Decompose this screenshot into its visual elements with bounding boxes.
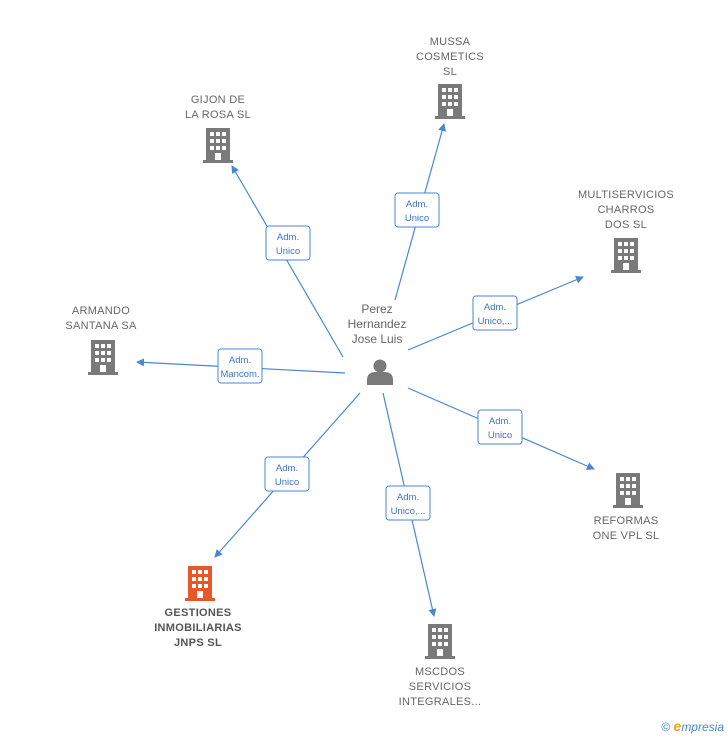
role-badge-frame: [472, 295, 518, 331]
company-name-line-2: CHARROS: [597, 204, 654, 216]
company-name-line-2: LA ROSA SL: [185, 109, 251, 121]
role-badge-multiservicios[interactable]: Adm. Unico,...: [472, 295, 518, 331]
company-name-line-2: SERVICIOS: [409, 681, 471, 693]
person-name-line-2: Hernandez: [348, 317, 407, 331]
company-name-line-1: MSCDOS: [415, 666, 465, 678]
role-badge-mussa[interactable]: Adm. Unico: [394, 192, 440, 228]
company-name-line-3: INTEGRALES...: [399, 696, 482, 708]
role-text-line-2: Unico,...: [391, 506, 426, 517]
role-text-line-2: Unico: [276, 246, 300, 257]
role-text-line-2: Unico: [405, 213, 429, 224]
role-text-line-2: Unico,...: [478, 316, 513, 327]
role-text-line-1: Adm.: [277, 232, 299, 243]
role-badge-mscdos[interactable]: Adm. Unico,...: [385, 485, 431, 521]
role-text-line-1: Adm.: [397, 492, 419, 503]
person-name-line-1: Perez: [361, 302, 392, 316]
company-node-reformas[interactable]: REFORMAS ONE VPL SL: [593, 473, 660, 542]
brand-logo-text: mpresia: [681, 720, 724, 734]
edge-gijon: [231, 165, 344, 358]
company-name-line-3: DOS SL: [605, 219, 647, 231]
person-node[interactable]: Perez Hernandez Jose Luis: [348, 302, 407, 385]
role-badge-armando[interactable]: Adm. Mancom.: [217, 348, 263, 384]
role-badge-frame: [264, 456, 310, 492]
person-icon: [367, 359, 393, 385]
role-badge-reformas[interactable]: Adm. Unico: [477, 409, 523, 445]
edges-layer: [136, 123, 595, 617]
building-icon: [425, 624, 455, 659]
building-icon: [613, 473, 643, 508]
company-name-line-2: INMOBILIARIAS: [154, 622, 242, 634]
company-node-gestiones[interactable]: GESTIONES INMOBILIARIAS JNPS SL: [154, 566, 242, 649]
building-icon: [611, 238, 641, 273]
company-name-line-1: MUSSA: [430, 36, 471, 48]
nodes-layer: MUSSA COSMETICS SL GIJON DE LA ROSA SL MULTIS…: [65, 36, 674, 708]
building-icon: [435, 84, 465, 119]
building-icon: [203, 128, 233, 163]
roles-layer: Adm.UnicoAdm.UnicoAdm.Unico,...Adm.Manco…: [217, 192, 523, 521]
role-text-line-2: Unico: [275, 477, 299, 488]
role-badge-gestiones[interactable]: Adm. Unico: [264, 456, 310, 492]
company-name-line-1: GESTIONES: [165, 607, 232, 619]
building-icon: [88, 340, 118, 375]
role-badge-frame: [217, 348, 263, 384]
company-node-gijon[interactable]: GIJON DE LA ROSA SL: [185, 94, 251, 163]
company-name-line-1: ARMANDO: [72, 305, 130, 317]
company-name-line-1: REFORMAS: [594, 515, 659, 527]
company-node-mussa[interactable]: MUSSA COSMETICS SL: [416, 36, 484, 119]
role-text-line-1: Adm.: [489, 416, 511, 427]
company-name-line-2: SANTANA SA: [65, 320, 137, 332]
copyright-symbol: ©: [661, 720, 671, 734]
role-badge-frame: [477, 409, 523, 445]
company-name-line-3: JNPS SL: [174, 637, 222, 649]
role-badge-frame: [385, 485, 431, 521]
role-text-line-1: Adm.: [229, 355, 251, 366]
company-name-line-2: ONE VPL SL: [593, 530, 660, 542]
footer-brand: © empresia: [661, 718, 724, 734]
role-text-line-1: Adm.: [406, 199, 428, 210]
company-node-mscdos[interactable]: MSCDOS SERVICIOS INTEGRALES...: [399, 624, 482, 708]
role-badge-frame: [394, 192, 440, 228]
role-badge-frame: [265, 225, 311, 261]
role-badge-gijon[interactable]: Adm. Unico: [265, 225, 311, 261]
company-name-line-3: SL: [443, 66, 457, 78]
building-icon: [185, 566, 215, 601]
person-name-line-3: Jose Luis: [352, 332, 403, 346]
role-text-line-2: Unico: [488, 430, 512, 441]
company-name-line-2: COSMETICS: [416, 51, 484, 63]
role-text-line-1: Adm.: [484, 302, 506, 313]
brand-logo-initial: e: [673, 718, 682, 734]
company-node-armando[interactable]: ARMANDO SANTANA SA: [65, 305, 137, 375]
company-name-line-1: GIJON DE: [191, 94, 245, 106]
company-node-multiservicios[interactable]: MULTISERVICIOS CHARROS DOS SL: [578, 189, 674, 273]
company-name-line-1: MULTISERVICIOS: [578, 189, 674, 201]
role-text-line-1: Adm.: [276, 463, 298, 474]
role-text-line-2: Mancom.: [220, 369, 259, 380]
